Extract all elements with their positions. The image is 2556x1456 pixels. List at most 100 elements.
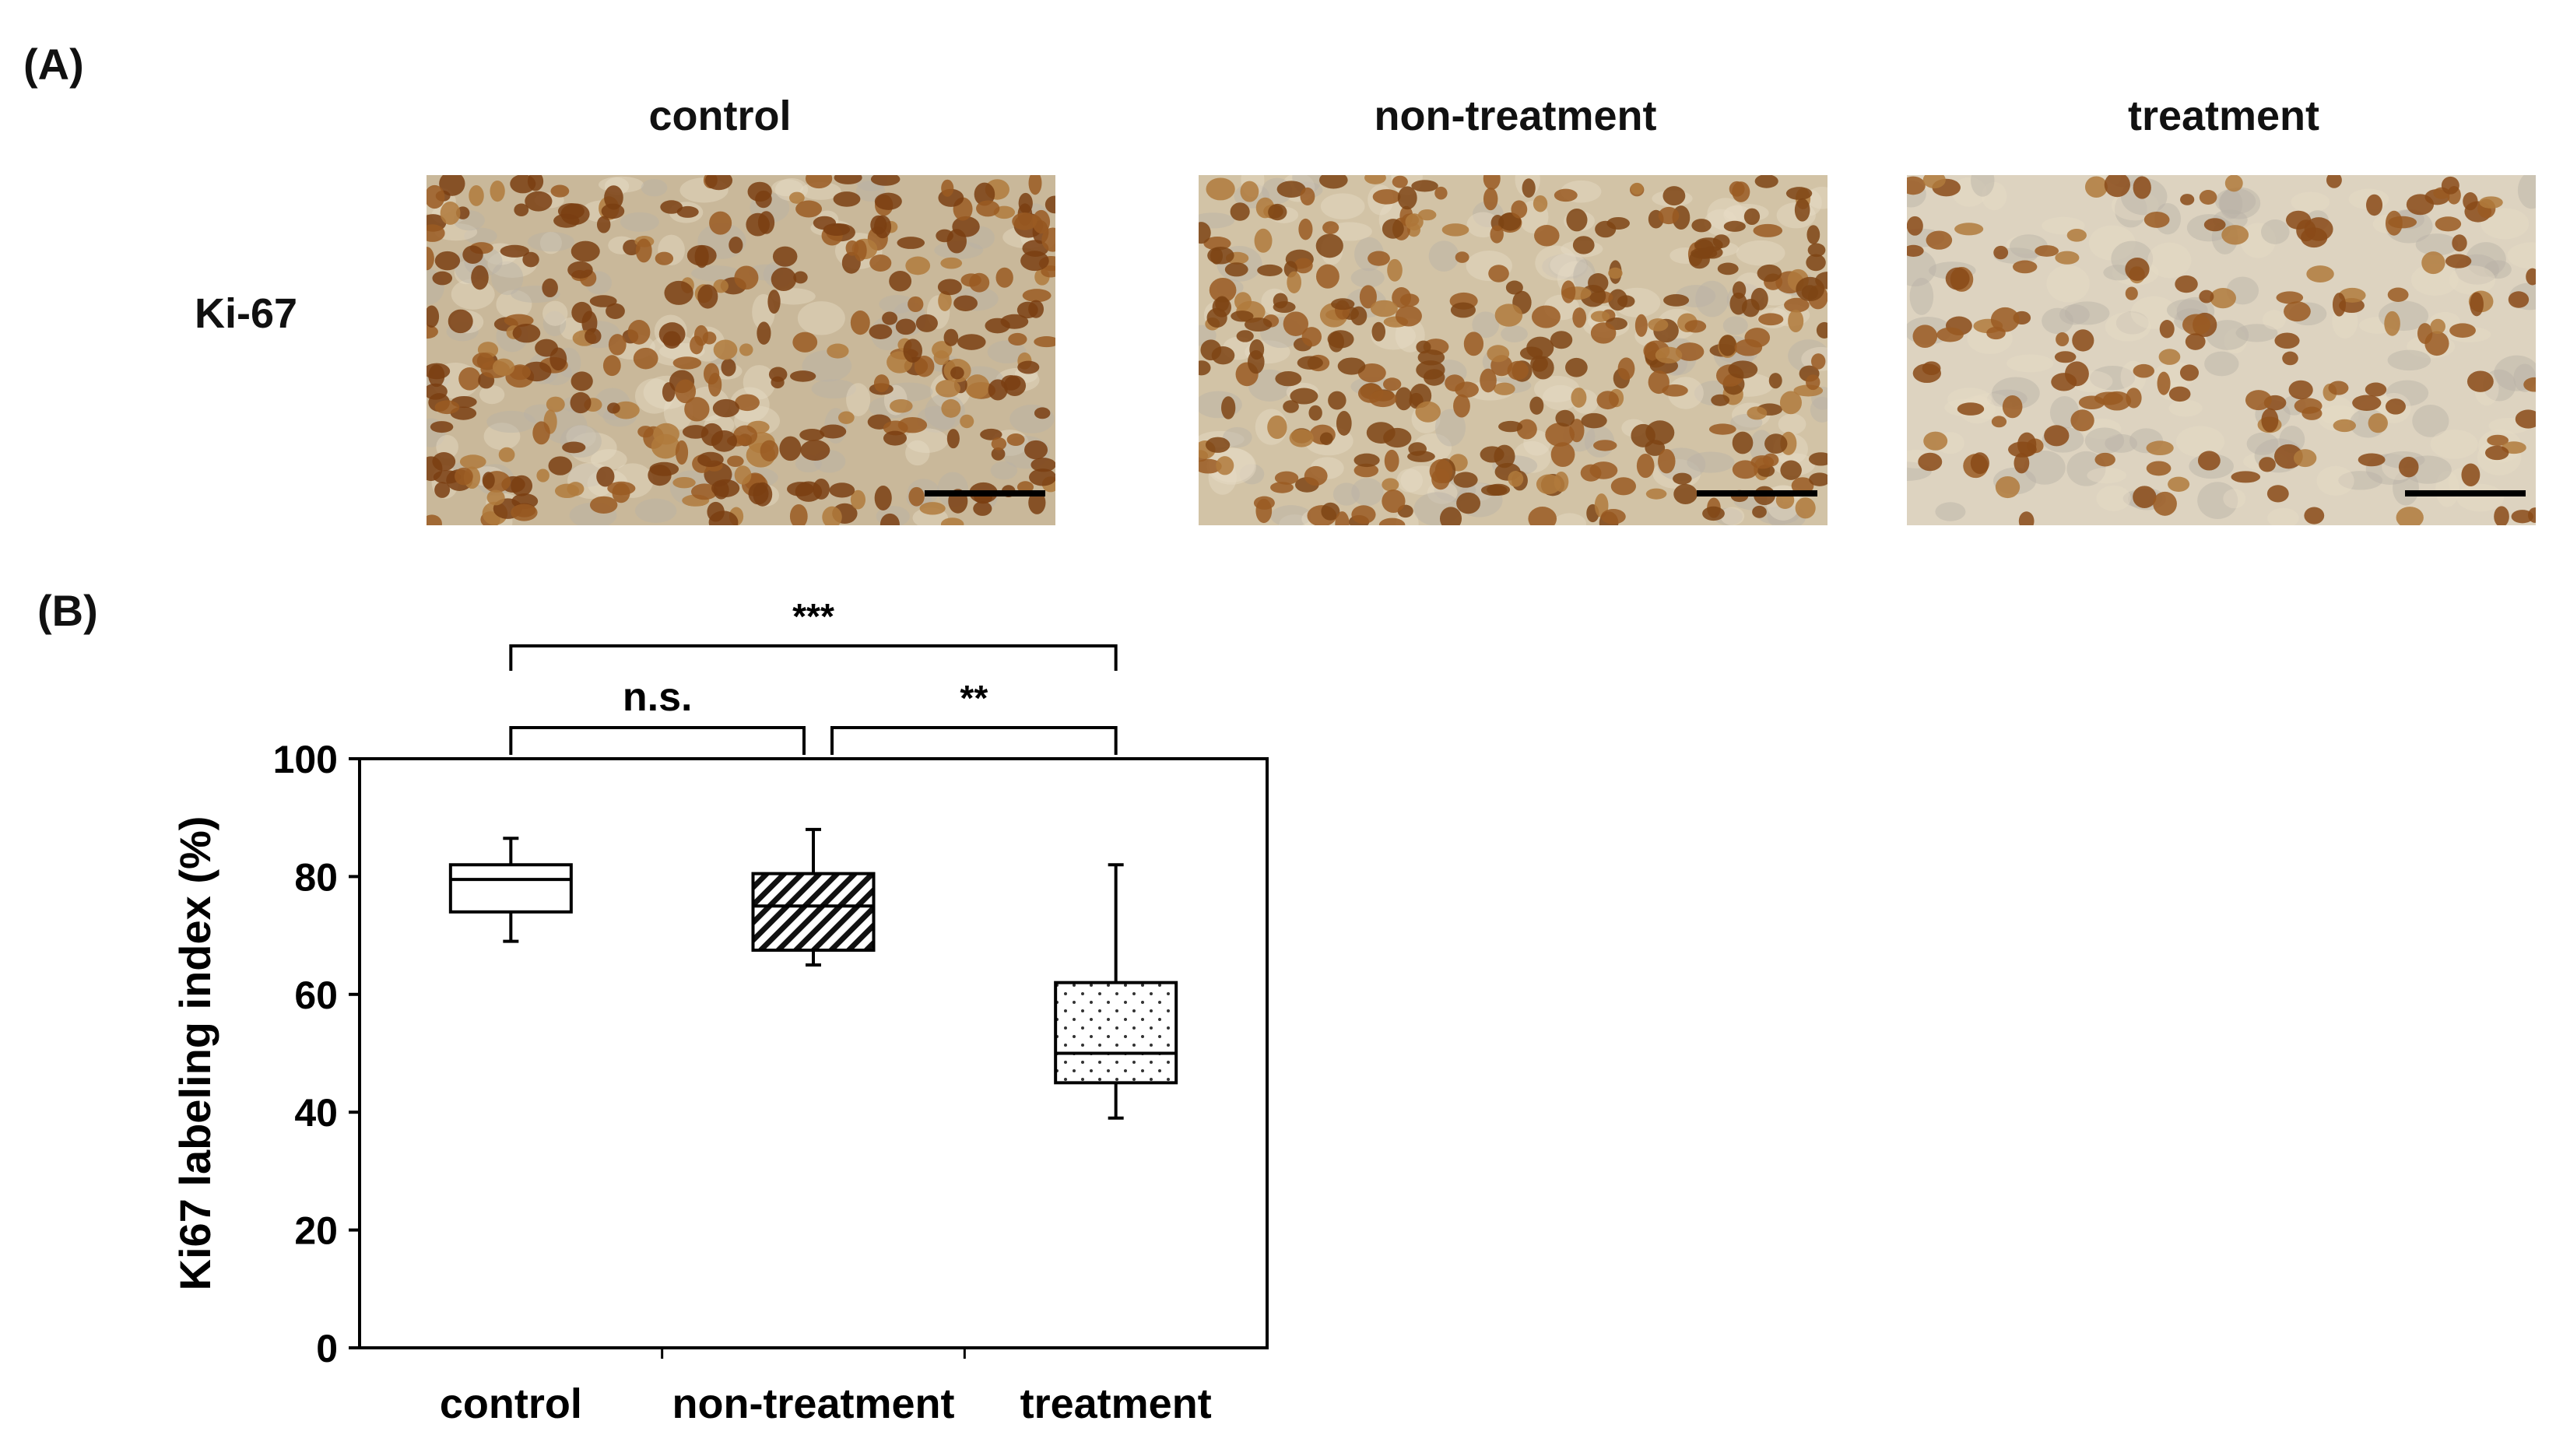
stained-nucleus <box>1533 195 1548 212</box>
cytoplasm <box>2064 301 2110 325</box>
stained-nucleus <box>1411 180 1438 192</box>
stained-nucleus <box>2056 332 2070 347</box>
stained-nucleus <box>1240 181 1259 202</box>
cytoplasm <box>542 300 568 326</box>
stained-nucleus <box>1199 458 1222 474</box>
stained-nucleus <box>2470 292 2484 317</box>
stained-nucleus <box>2125 286 2138 300</box>
stained-nucleus <box>1610 477 1637 496</box>
stained-nucleus <box>1528 507 1557 525</box>
stained-nucleus <box>1020 251 1049 272</box>
y-tick-label: 80 <box>294 855 338 899</box>
cytoplasm <box>2456 483 2504 512</box>
stained-nucleus <box>1529 396 1544 415</box>
cytoplasm <box>905 440 930 466</box>
stained-nucleus <box>1663 294 1690 307</box>
cytoplasm <box>2430 429 2478 459</box>
y-tick-label: 100 <box>273 738 338 781</box>
stained-nucleus <box>1364 175 1386 184</box>
stained-nucleus <box>1811 353 1826 370</box>
stained-nucleus <box>936 379 960 398</box>
stained-nucleus <box>1519 346 1543 360</box>
stained-nucleus <box>427 325 438 339</box>
cytoplasm <box>527 232 575 252</box>
stained-nucleus <box>1636 453 1655 479</box>
stained-nucleus <box>704 175 733 191</box>
stained-nucleus <box>1028 175 1042 195</box>
stained-nucleus <box>870 175 901 186</box>
stained-nucleus <box>1211 346 1235 365</box>
stained-nucleus <box>905 256 931 275</box>
stained-nucleus <box>1456 492 1481 514</box>
stained-nucleus <box>1032 209 1051 234</box>
stained-nucleus <box>883 430 908 446</box>
stained-nucleus <box>554 483 580 499</box>
stained-nucleus <box>940 257 963 269</box>
stained-nucleus <box>1658 448 1676 474</box>
cytoplasm <box>2046 265 2090 303</box>
cytoplasm <box>434 223 478 241</box>
stained-nucleus <box>2435 216 2462 232</box>
panel-b-label: (B) <box>37 586 98 635</box>
stained-nucleus <box>482 472 495 489</box>
cytoplasm <box>2204 351 2239 377</box>
cytoplasm <box>2291 191 2330 212</box>
box-iqr <box>1054 981 1178 1085</box>
stained-nucleus <box>1359 285 1377 309</box>
cytoplasm <box>496 289 532 319</box>
stained-nucleus <box>427 305 440 328</box>
stained-nucleus <box>1522 178 1536 198</box>
stained-nucleus <box>2304 507 2325 525</box>
stained-nucleus <box>571 240 600 262</box>
stained-nucleus <box>500 244 529 258</box>
stained-nucleus <box>1554 472 1569 493</box>
stained-nucleus <box>440 201 461 225</box>
plot-frame <box>358 757 1269 1349</box>
cytoplasm <box>987 340 1027 364</box>
cytoplasm <box>2024 450 2066 485</box>
stained-nucleus <box>1028 300 1045 318</box>
stained-nucleus <box>734 465 752 485</box>
stained-nucleus <box>1008 332 1027 346</box>
stained-nucleus <box>2430 318 2445 335</box>
cytoplasm <box>990 461 1018 480</box>
stained-nucleus <box>1395 305 1422 327</box>
stained-nucleus <box>2180 194 2195 205</box>
cytoplasm <box>2415 233 2459 256</box>
stained-nucleus <box>2179 364 2200 381</box>
stained-nucleus <box>1216 456 1234 475</box>
stained-nucleus <box>601 203 625 219</box>
stained-nucleus <box>2210 287 2236 309</box>
box-treatment <box>1054 863 1178 1120</box>
stained-nucleus <box>771 267 797 291</box>
stained-nucleus <box>854 240 867 261</box>
stained-nucleus <box>1276 181 1306 198</box>
stained-nucleus <box>1331 298 1355 310</box>
stained-nucleus <box>713 279 729 293</box>
stained-nucleus <box>820 424 847 439</box>
stained-nucleus <box>1480 368 1497 393</box>
stained-nucleus <box>2054 351 2077 363</box>
stained-nucleus <box>1662 384 1688 397</box>
stained-nucleus <box>1455 251 1469 263</box>
stained-nucleus <box>760 440 779 461</box>
stained-nucleus <box>799 428 825 441</box>
cytoplasm <box>620 212 659 232</box>
stained-nucleus <box>1337 357 1366 375</box>
stained-nucleus <box>2199 289 2214 303</box>
stained-nucleus <box>1041 265 1055 278</box>
stained-nucleus <box>602 355 621 377</box>
stained-nucleus <box>1287 271 1302 294</box>
stained-nucleus <box>2078 395 2105 410</box>
stained-nucleus <box>772 246 798 267</box>
stained-nucleus <box>1397 186 1417 210</box>
cytoplasm <box>797 301 845 335</box>
stained-nucleus <box>2158 349 2181 365</box>
stained-nucleus <box>937 279 962 296</box>
stained-nucleus <box>1991 416 2007 428</box>
stained-nucleus <box>757 321 771 345</box>
cytoplasm <box>569 425 594 444</box>
stained-nucleus <box>1267 415 1287 440</box>
stained-nucleus <box>2293 449 2317 468</box>
stained-nucleus <box>428 364 445 388</box>
